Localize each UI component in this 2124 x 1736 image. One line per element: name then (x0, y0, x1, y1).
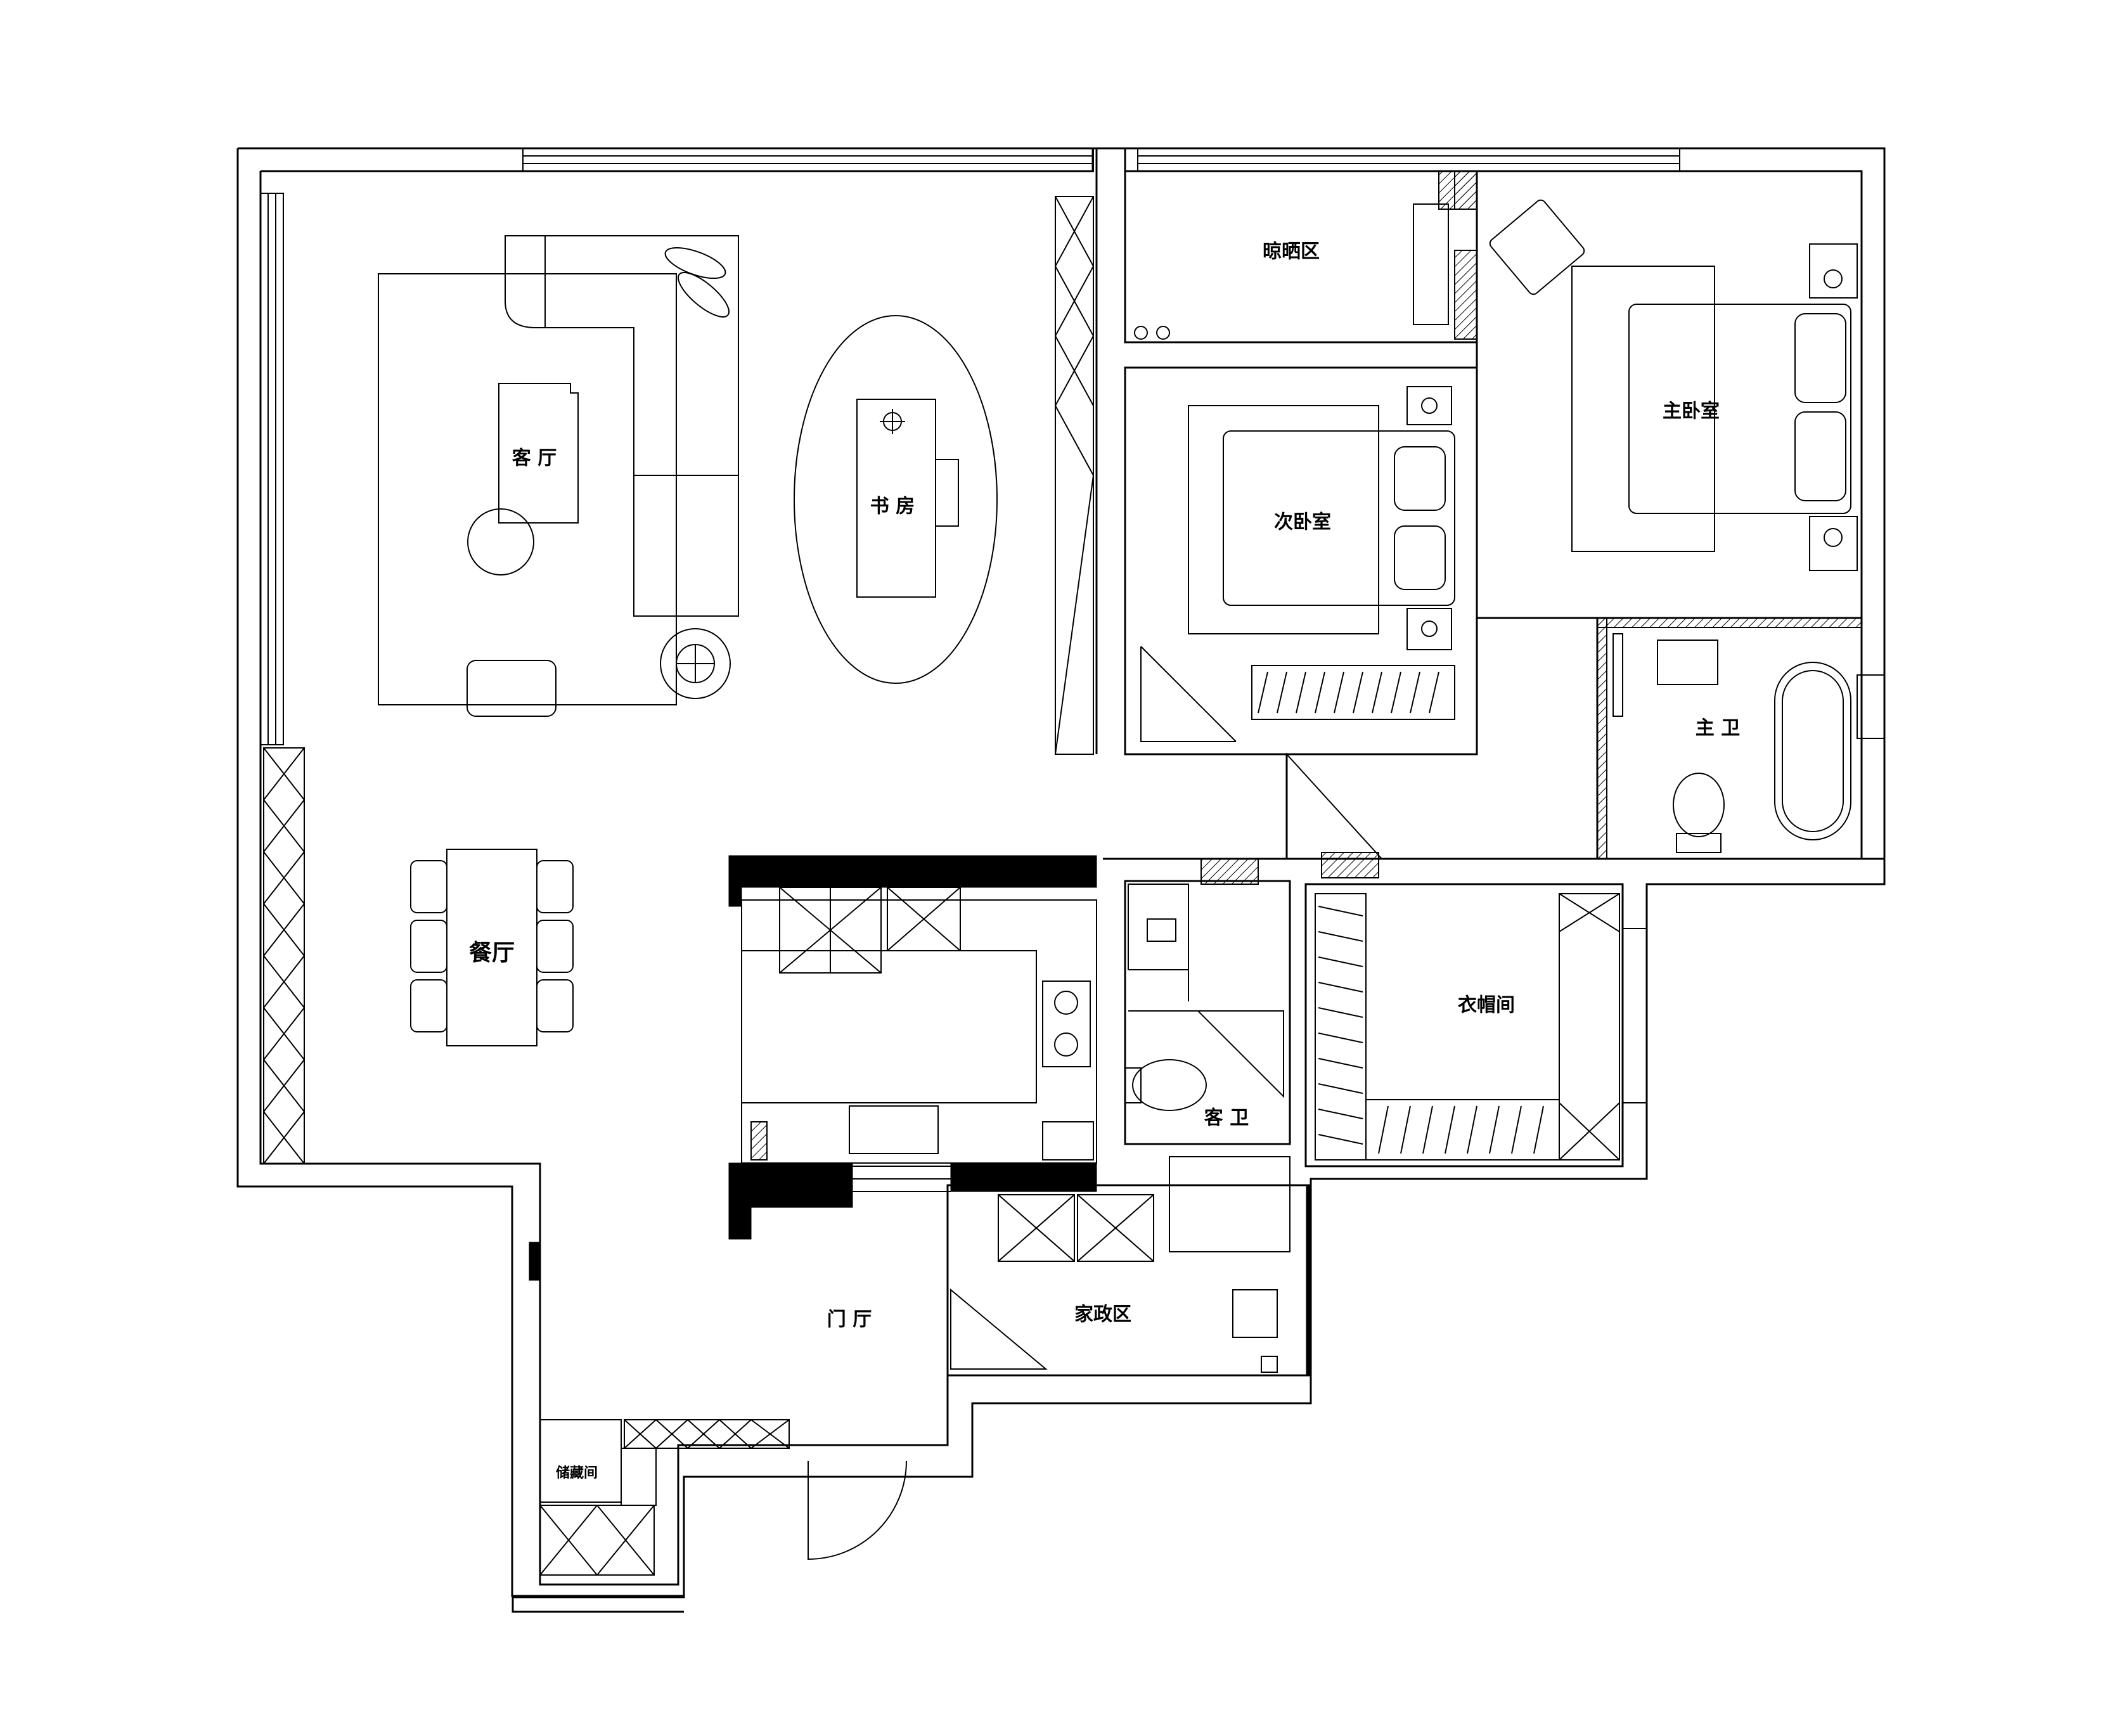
dining-wall-cabinet (263, 747, 305, 1164)
label-storage: 储藏间 (556, 1465, 598, 1481)
shower-base (1169, 1156, 1290, 1252)
king-bed (1628, 304, 1851, 514)
double-bed (1223, 430, 1455, 606)
coffee-table (498, 383, 579, 524)
study-furniture (794, 315, 998, 684)
dryer (1077, 1194, 1154, 1262)
bedroom2-rug (1188, 405, 1379, 634)
study-rug (794, 315, 998, 684)
vanity-sink (1657, 640, 1718, 685)
guest-vanity (1128, 884, 1189, 970)
storage-room (539, 1419, 622, 1503)
nightstand (1406, 386, 1452, 425)
label-foyer: 门 厅 (827, 1309, 872, 1331)
second-bedroom (1124, 366, 1478, 878)
lamp-table (660, 628, 731, 699)
guest-toilet (1132, 1059, 1207, 1111)
bathtub (1774, 662, 1851, 840)
ottoman (467, 660, 557, 717)
nightstand (1809, 516, 1858, 571)
nightstand (1809, 243, 1858, 299)
utility-sink (1232, 1289, 1278, 1338)
kitchen (728, 855, 1097, 1240)
label-master-bedroom: 主卧室 (1663, 401, 1720, 423)
label-living: 客 厅 (512, 447, 557, 470)
bookshelf-wall (1055, 148, 1126, 755)
label-second-bedroom: 次卧室 (1274, 511, 1331, 534)
appliance (1042, 1121, 1094, 1161)
kitchen-sink (849, 1105, 939, 1154)
label-study: 书 房 (870, 496, 915, 518)
label-master-bath: 主 卫 (1696, 717, 1740, 740)
label-drying: 晾晒区 (1263, 241, 1320, 263)
housekeeping-area (946, 1156, 1310, 1377)
foyer-storage (529, 1242, 907, 1576)
drying-cabinet (1413, 203, 1449, 325)
living-rug (378, 273, 677, 705)
dining-furniture (410, 849, 574, 1046)
cloak-wardrobe-bottom (1365, 1099, 1560, 1161)
cooktop (1042, 981, 1091, 1067)
kitchen-island (741, 950, 1037, 1103)
toilet (1673, 773, 1725, 837)
master-bathroom (1596, 617, 1863, 860)
entry-door (808, 1460, 907, 1560)
sectional-sofa (505, 235, 739, 617)
desk-chair (935, 459, 959, 527)
side-table (467, 508, 534, 575)
guest-bathroom (1124, 858, 1291, 1145)
cloak-wardrobe (1315, 893, 1367, 1161)
room-labels: 客 厅 书 房 晾晒区 次卧室 主卧室 主 卫 餐厅 衣帽间 客 卫 门 厅 家… (469, 241, 1740, 1482)
master-bedroom (1438, 170, 1863, 619)
door-swing (1286, 752, 1384, 859)
shoe-cabinet (624, 1419, 790, 1449)
cloak-cabinet (1559, 893, 1620, 1161)
cloakroom (1304, 883, 1624, 1167)
armchair (1489, 199, 1585, 295)
label-guest-bath: 客 卫 (1204, 1107, 1249, 1129)
label-cloakroom: 衣帽间 (1458, 994, 1515, 1017)
nightstand (1406, 608, 1452, 650)
master-rug (1571, 266, 1715, 552)
washer (998, 1194, 1075, 1262)
label-dining: 餐厅 (469, 940, 515, 966)
exterior-walls (236, 147, 1886, 1613)
living-room-furniture (378, 235, 739, 717)
wardrobe (1251, 665, 1455, 720)
label-housekeeping: 家政区 (1074, 1304, 1131, 1326)
storage-cabinet (539, 1505, 655, 1576)
